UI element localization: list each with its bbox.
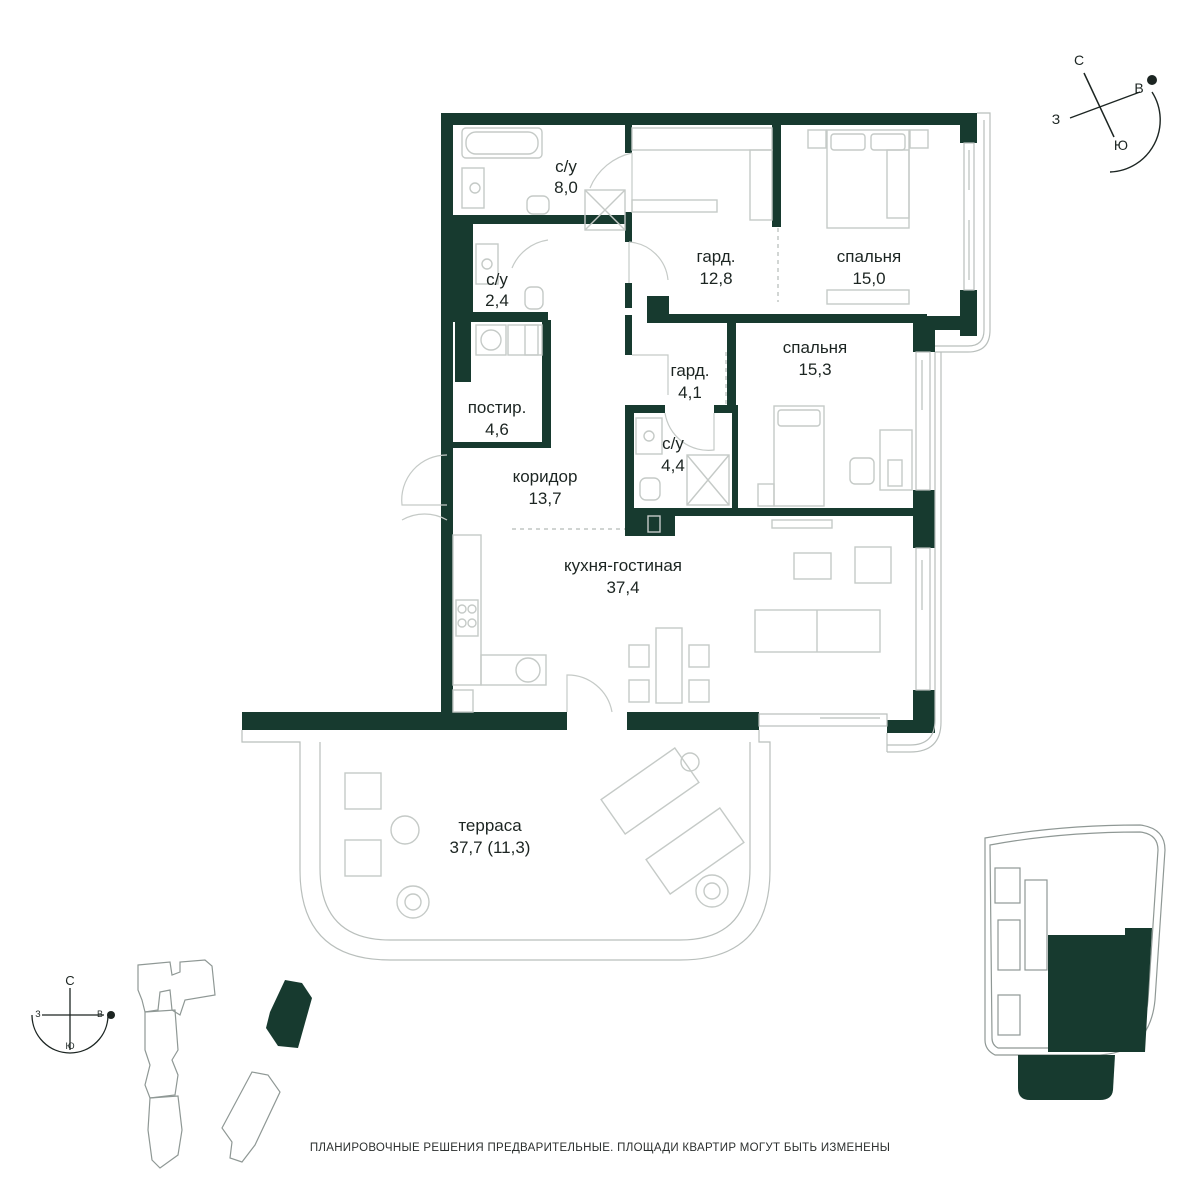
- room-laundry-area: 4,6: [485, 420, 509, 439]
- compass-small-south: Ю: [65, 1041, 74, 1051]
- compass-small-arc: [31, 1014, 109, 1054]
- room-wardrobe1-name: гард.: [697, 247, 736, 266]
- windows: [758, 112, 991, 753]
- room-terrace-area: 37,7 (11,3): [450, 838, 531, 857]
- compass-small-east: В: [97, 1009, 103, 1019]
- compass-small-west: З: [35, 1009, 40, 1019]
- key-plan: [984, 824, 1166, 1100]
- compass-large: С В Ю З: [1052, 52, 1161, 173]
- room-corridor-area: 13,7: [528, 489, 561, 508]
- furniture: [344, 127, 929, 919]
- compass-small-dot: [107, 1011, 115, 1019]
- room-bath3-area: 4,4: [661, 456, 685, 475]
- room-bath2-name: с/у: [486, 270, 508, 289]
- compass-east: В: [1134, 80, 1143, 96]
- site-plan-building: [266, 980, 312, 1048]
- room-wardrobe1-area: 12,8: [699, 269, 732, 288]
- doors: [401, 152, 715, 713]
- compass-north: С: [1074, 52, 1084, 68]
- room-corridor-name: коридор: [513, 467, 578, 486]
- key-plan-terrace: [1018, 1055, 1115, 1100]
- room-kitchen-name: кухня-гостиная: [564, 556, 682, 575]
- room-bath1-name: с/у: [555, 157, 577, 176]
- key-plan-apartment: [1048, 928, 1152, 1052]
- compass-dot: [1147, 75, 1157, 85]
- compass-small-north: С: [65, 973, 74, 988]
- room-labels: с/у 8,0 гард. 12,8 спальня 15,0 с/у 2,4 …: [450, 157, 902, 857]
- compass-west: З: [1052, 111, 1060, 127]
- room-bath2-area: 2,4: [485, 291, 509, 310]
- compass-arc: [1109, 91, 1161, 173]
- room-wardrobe2-area: 4,1: [678, 383, 702, 402]
- disclaimer: ПЛАНИРОВОЧНЫЕ РЕШЕНИЯ ПРЕДВАРИТЕЛЬНЫЕ. П…: [309, 1142, 891, 1154]
- room-bedroom1-area: 15,0: [852, 269, 885, 288]
- room-terrace-name: терраса: [458, 816, 522, 835]
- room-bedroom2-name: спальня: [783, 338, 848, 357]
- compass-south: Ю: [1114, 137, 1128, 153]
- room-laundry-name: постир.: [468, 398, 527, 417]
- room-kitchen-area: 37,4: [606, 578, 639, 597]
- terrace-outline: [241, 730, 771, 961]
- room-bath1-area: 8,0: [554, 178, 578, 197]
- room-bedroom2-area: 15,3: [798, 360, 831, 379]
- site-plan: [137, 959, 312, 1169]
- outer-walls: [242, 113, 977, 733]
- room-wardrobe2-name: гард.: [671, 361, 710, 380]
- compass-small: С В Ю З: [31, 973, 115, 1054]
- zone-dividers: [512, 228, 779, 530]
- room-bath3-name: с/у: [662, 434, 684, 453]
- interior-walls: [453, 125, 927, 536]
- room-bedroom1-name: спальня: [837, 247, 902, 266]
